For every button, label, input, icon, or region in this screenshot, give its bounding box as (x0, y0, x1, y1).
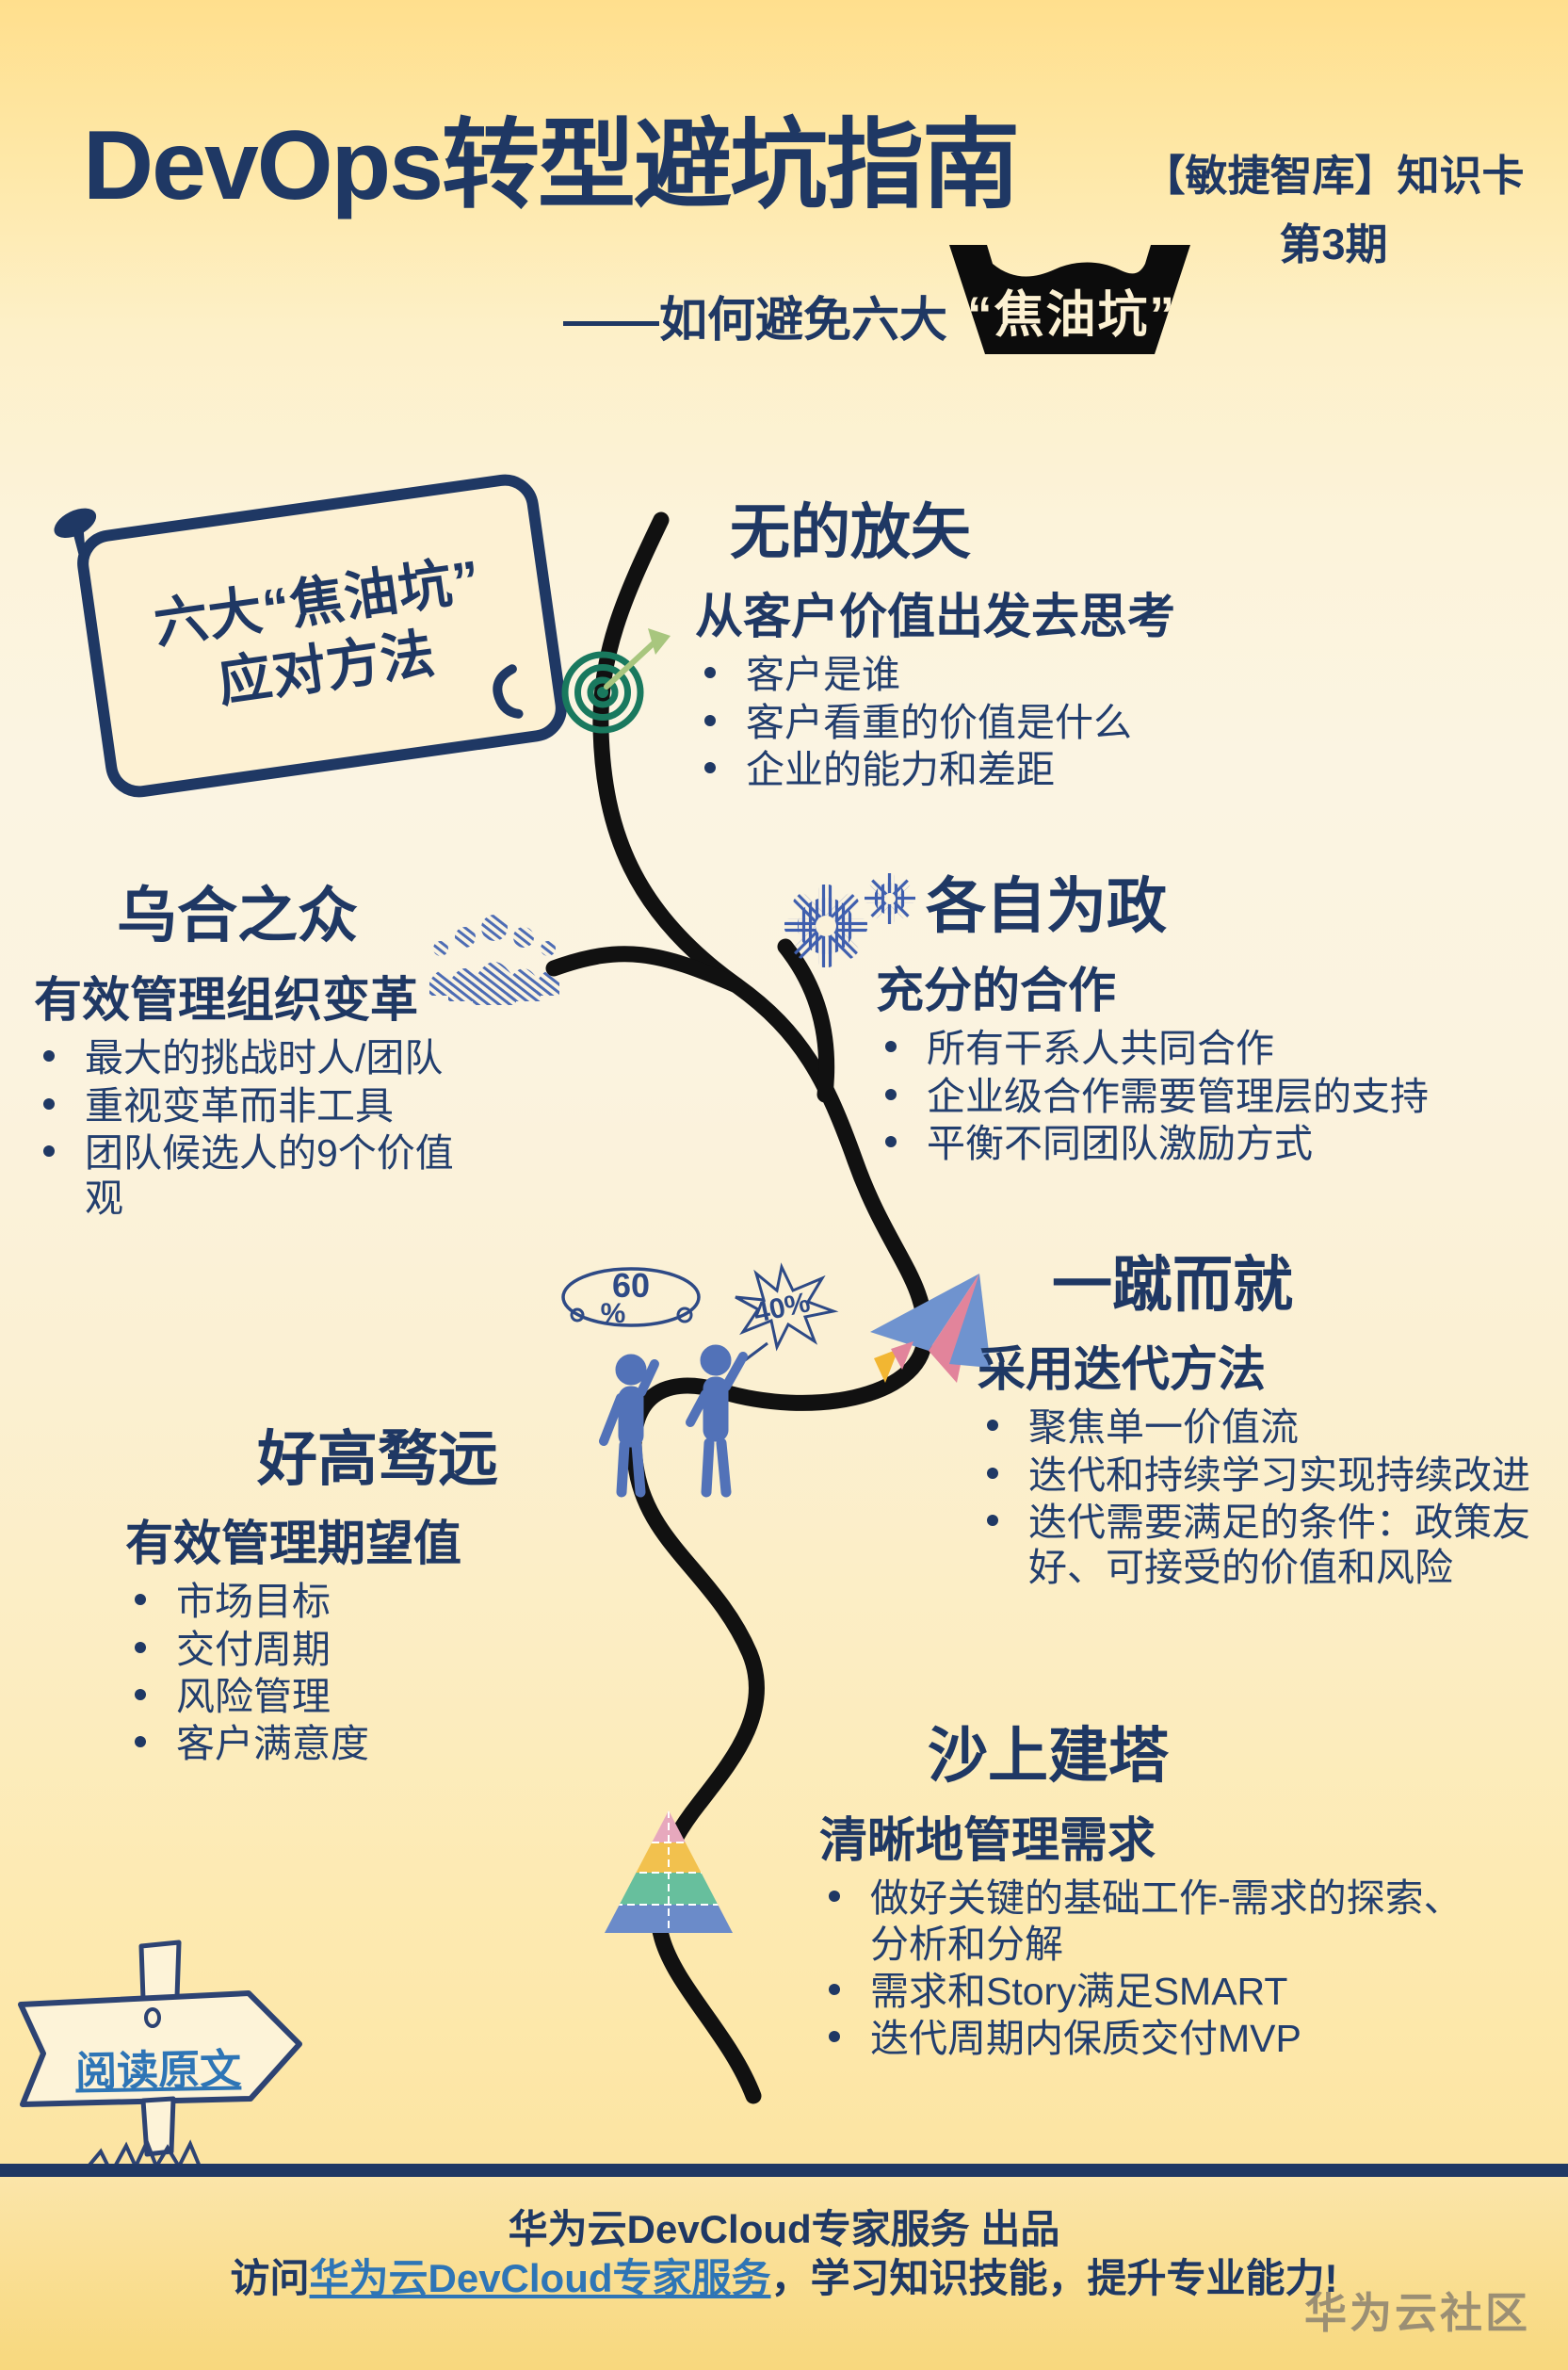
bullet-item: 做好关键的基础工作-需求的探索、分析和分解 (819, 1875, 1482, 1967)
issue-badge: 【敏捷智库】知识卡 第3期 (1109, 141, 1558, 271)
footer-produced-by: 华为云DevCloud专家服务 出品 (508, 2207, 1060, 2251)
bullet-item: 重视变革而非工具 (34, 1083, 462, 1128)
page-subtitle: ——如何避免六大 (563, 293, 948, 347)
bullet-item: 客户看重的价值是什么 (695, 700, 1335, 745)
bullet-list: 聚焦单一价值流 迭代和持续学习实现持续改进 迭代需要满足的条件：政策友好、可接受… (978, 1404, 1543, 1591)
section-subtitle: 充分的合作 (876, 964, 1117, 1018)
svg-text:40%: 40% (752, 1287, 814, 1329)
section-title: 乌合之众 (117, 882, 358, 950)
footer-devcloud-link[interactable]: 华为云DevCloud专家服务 (309, 2256, 771, 2300)
bullet-list: 所有干系人共同合作 企业级合作需要管理层的支持 平衡不同团队激励方式 (876, 1026, 1479, 1166)
sign-board: 六大“焦油坑” 应对方法 (54, 470, 572, 802)
pyramid-icon (605, 1810, 733, 1933)
bullet-item: 团队候选人的9个价值观 (34, 1130, 462, 1222)
bullet-item: 交付周期 (125, 1627, 577, 1672)
divider-bar (0, 2164, 1568, 2177)
bullet-item: 企业的能力和差距 (695, 747, 1335, 792)
thought-bubble: 60 % (561, 1266, 701, 1329)
section-subtitle: 有效管理期望值 (125, 1517, 462, 1571)
note-icon (493, 664, 524, 719)
footer: 华为云DevCloud专家服务 出品 访问华为云DevCloud专家服务，学习知… (0, 2177, 1568, 2370)
footer-visit-line: 访问华为云DevCloud专家服务，学习知识技能，提升专业能力! (0, 2247, 1568, 2304)
section-title: 无的放矢 (730, 498, 971, 566)
section-title: 沙上建塔 (928, 1722, 1169, 1790)
section-aimless: 无的放矢 从客户价值出发去思考 客户是谁 客户看重的价值是什么 企业的能力和差距 (695, 498, 1335, 794)
section-subtitle: 有效管理组织变革 (34, 973, 419, 1028)
gears-icon (784, 873, 915, 967)
section-sand-tower: 沙上建塔 清晰地管理需求 做好关键的基础工作-需求的探索、分析和分解 需求和St… (819, 1722, 1482, 2064)
svg-text:%: % (601, 1298, 626, 1329)
bullet-item: 聚焦单一价值流 (978, 1404, 1543, 1450)
section-subtitle: 采用迭代方法 (978, 1342, 1267, 1397)
bullet-list: 做好关键的基础工作-需求的探索、分析和分解 需求和Story满足SMART 迭代… (819, 1875, 1482, 2062)
community-watermark: 华为云社区 (1303, 2289, 1530, 2337)
bullet-item: 平衡不同团队激励方式 (876, 1121, 1479, 1166)
pin-icon (54, 508, 97, 562)
bullet-list: 客户是谁 客户看重的价值是什么 企业的能力和差距 (695, 652, 1335, 792)
bullet-item: 所有干系人共同合作 (876, 1026, 1479, 1071)
bucket-label: “焦油坑” (967, 287, 1176, 343)
bullet-item: 客户是谁 (695, 652, 1335, 697)
badge-series: 【敏捷智库】知识卡 (1142, 152, 1525, 200)
bullet-item: 迭代需要满足的条件：政策友好、可接受的价值和风险 (978, 1500, 1543, 1591)
bullet-list: 最大的挑战时人/团队 重视变革而非工具 团队候选人的9个价值观 (34, 1035, 462, 1222)
sketch-people (599, 1344, 748, 1498)
bullet-item: 客户满意度 (125, 1721, 577, 1766)
footer-visit-prefix: 访问 (230, 2256, 310, 2300)
section-subtitle: 从客户价值出发去思考 (695, 590, 1176, 644)
bullet-item: 风险管理 (125, 1674, 577, 1719)
section-one-step: 一蹴而就 采用迭代方法 聚焦单一价值流 迭代和持续学习实现持续改进 迭代需要满足… (978, 1251, 1543, 1593)
svg-text:60: 60 (612, 1266, 650, 1305)
signpost (18, 1940, 302, 2171)
bullet-item: 需求和Story满足SMART (819, 1969, 1482, 2014)
bullet-item: 最大的挑战时人/团队 (34, 1035, 462, 1080)
section-subtitle: 清晰地管理需求 (819, 1813, 1156, 1868)
burst-bubble: 40% (735, 1262, 839, 1362)
section-title: 各自为政 (926, 872, 1167, 940)
paper-plane-icon (870, 1274, 991, 1383)
bullet-item: 迭代和持续学习实现持续改进 (978, 1453, 1543, 1498)
read-original-link[interactable]: 阅读原文 (74, 2046, 242, 2096)
section-overreach: 好高骛远 有效管理期望值 市场目标 交付周期 风险管理 客户满意度 (125, 1425, 577, 1769)
page-title: DevOps转型避坑指南 (83, 111, 1020, 220)
section-mob: 乌合之众 有效管理组织变革 最大的挑战时人/团队 重视变革而非工具 团队候选人的… (34, 885, 462, 1224)
bullet-list: 市场目标 交付周期 风险管理 客户满意度 (125, 1579, 577, 1767)
bucket-icon (949, 245, 1190, 354)
bullet-item: 迭代周期内保质交付MVP (819, 2016, 1482, 2061)
footer-visit-suffix: ，学习知识技能，提升专业能力! (770, 2256, 1338, 2300)
bullet-item: 市场目标 (125, 1579, 577, 1624)
target-icon (561, 628, 671, 734)
people-illustration: 60 % 40% (561, 1262, 839, 1498)
bullet-item: 企业级合作需要管理层的支持 (876, 1074, 1479, 1119)
section-silos: 各自为政 充分的合作 所有干系人共同合作 企业级合作需要管理层的支持 平衡不同团… (876, 872, 1479, 1168)
badge-issue: 第3期 (1279, 220, 1388, 268)
section-title: 一蹴而就 (1052, 1251, 1293, 1319)
crowd-icon (429, 915, 559, 1005)
section-title: 好高骛远 (257, 1425, 498, 1493)
